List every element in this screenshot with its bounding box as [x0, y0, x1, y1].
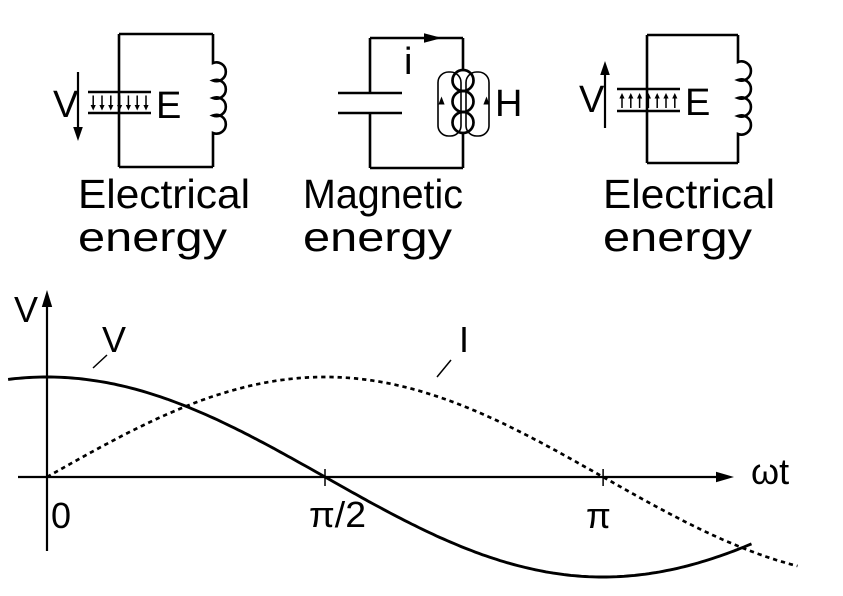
circuit-1-caption-line1: Electrical — [78, 171, 250, 217]
phase-graph: V ωt 0 π/2 π V I — [7, 289, 798, 579]
circuit-2-inductor-coil — [451, 68, 475, 135]
circuit-1-inductor-coil — [209, 34, 228, 167]
circuit-2-magnetic-field-lines — [437, 71, 490, 137]
circuit-2-caption-line2: energy — [303, 214, 453, 260]
circuit-2-current-label: i — [404, 41, 412, 83]
voltage-curve-label: V — [102, 319, 126, 360]
circuit-1-voltage-arrow-down — [73, 72, 83, 141]
circuit-3-efield-label: E — [685, 82, 710, 124]
circuit-1-capacitor-plates — [88, 90, 151, 115]
x-axis — [18, 471, 734, 483]
circuit-1-caption-line2: energy — [78, 214, 228, 260]
y-axis-label: V — [14, 289, 38, 330]
circuit-3-loop — [645, 33, 738, 165]
voltage-curve-leader-line — [92, 354, 108, 369]
circuit-1-efield-label: E — [156, 85, 181, 127]
y-axis-arrowhead — [41, 290, 53, 307]
circuit-1-e-field-arrows — [90, 95, 149, 111]
pi-tick-label: π — [586, 495, 611, 536]
circuit-2-capacitor-plates — [338, 91, 402, 115]
y-axis — [41, 290, 53, 551]
current-curve-leader-line — [436, 359, 452, 378]
origin-tick-label: 0 — [51, 495, 71, 536]
pi-over-2-tick-label: π/2 — [309, 494, 366, 535]
circuit-2-current-arrow — [424, 33, 442, 43]
x-axis-label: ωt — [751, 451, 789, 492]
circuit-3-voltage-arrow-up — [600, 61, 610, 128]
current-curve-label: I — [459, 319, 469, 360]
circuit-2-caption-line1: Magnetic — [303, 171, 463, 217]
voltage-curve — [7, 375, 753, 579]
circuit-3-inductor-coil — [734, 35, 753, 163]
x-axis-arrowhead — [716, 471, 734, 483]
h-field-arrow-right — [483, 96, 490, 105]
circuit-2-loop — [368, 36, 465, 170]
circuit-3-caption-line2: energy — [603, 214, 753, 260]
circuit-1-voltage-label: V — [53, 84, 79, 126]
current-curve — [46, 375, 798, 568]
circuit-3-e-field-arrows — [619, 93, 678, 108]
circuit-2: i H Magnetic energy — [303, 33, 522, 260]
circuit-1: V E Electrical energy — [53, 32, 250, 260]
circuit-3: V E Electrical energy — [579, 33, 775, 260]
circuit-3-caption-line1: Electrical — [603, 171, 775, 217]
circuit-3-voltage-label: V — [579, 79, 605, 121]
circuit-3-capacitor-plates — [617, 87, 680, 113]
circuit-2-hfield-label: H — [495, 83, 522, 125]
h-field-arrow-left — [438, 96, 445, 105]
